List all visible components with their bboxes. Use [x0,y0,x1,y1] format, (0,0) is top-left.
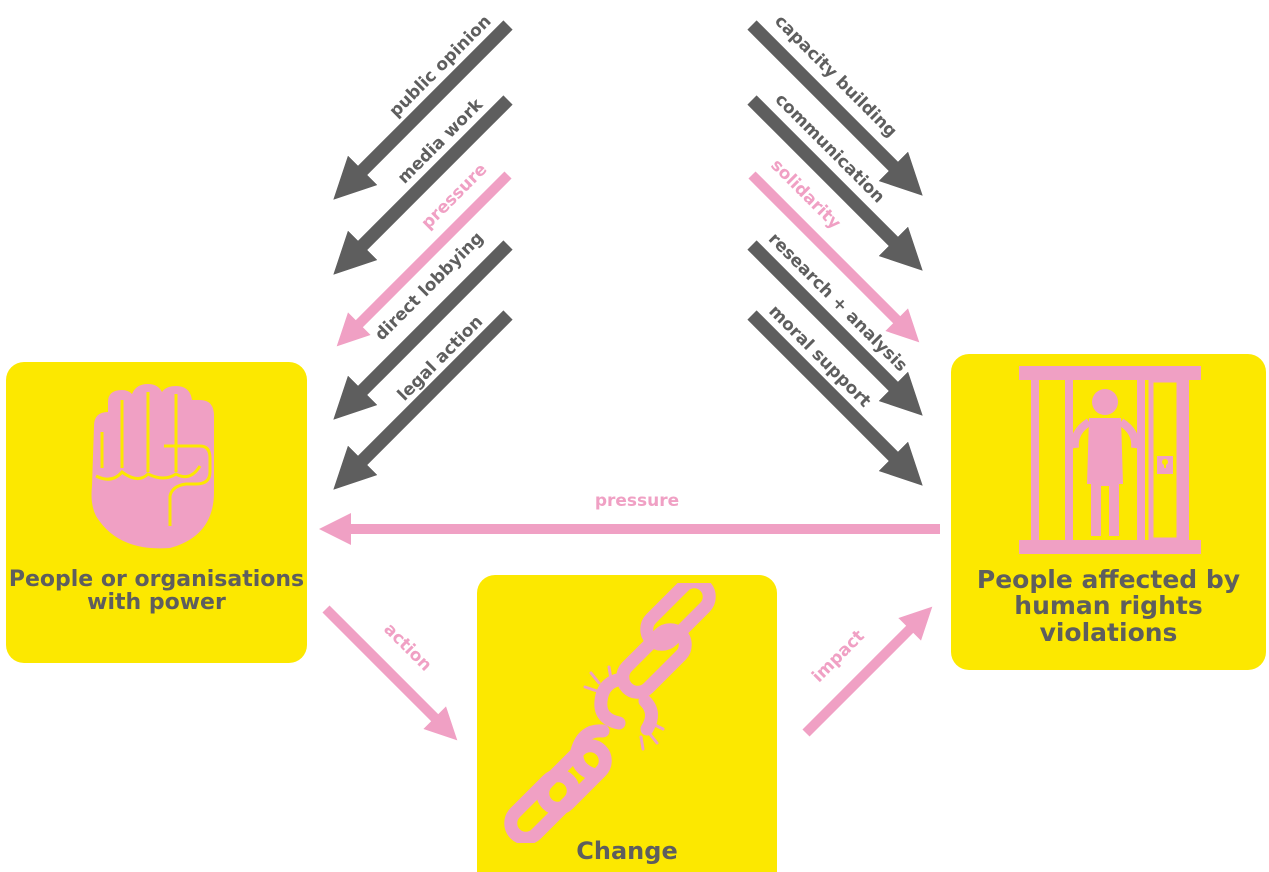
power-box: People or organisations with power [6,362,307,663]
power-label: People or organisations with power [8,567,305,616]
change-box: Change [477,575,777,872]
affected-box: People affected by human rights violatio… [951,354,1266,670]
prison-cell-icon [1019,366,1201,554]
change-label: Change [576,837,678,865]
left-arrow-legal-action: legal action [333,310,513,490]
flow-arrow-impact: impact [802,606,933,737]
raised-fist-icon [91,384,214,549]
flow-arrow-pressure: pressure [318,491,940,546]
label-pressure-flow: pressure [595,491,679,511]
flow-arrow-action: action [322,605,458,741]
broken-chain-icon [504,583,716,843]
affected-label: People affected by human rights violatio… [976,565,1241,647]
